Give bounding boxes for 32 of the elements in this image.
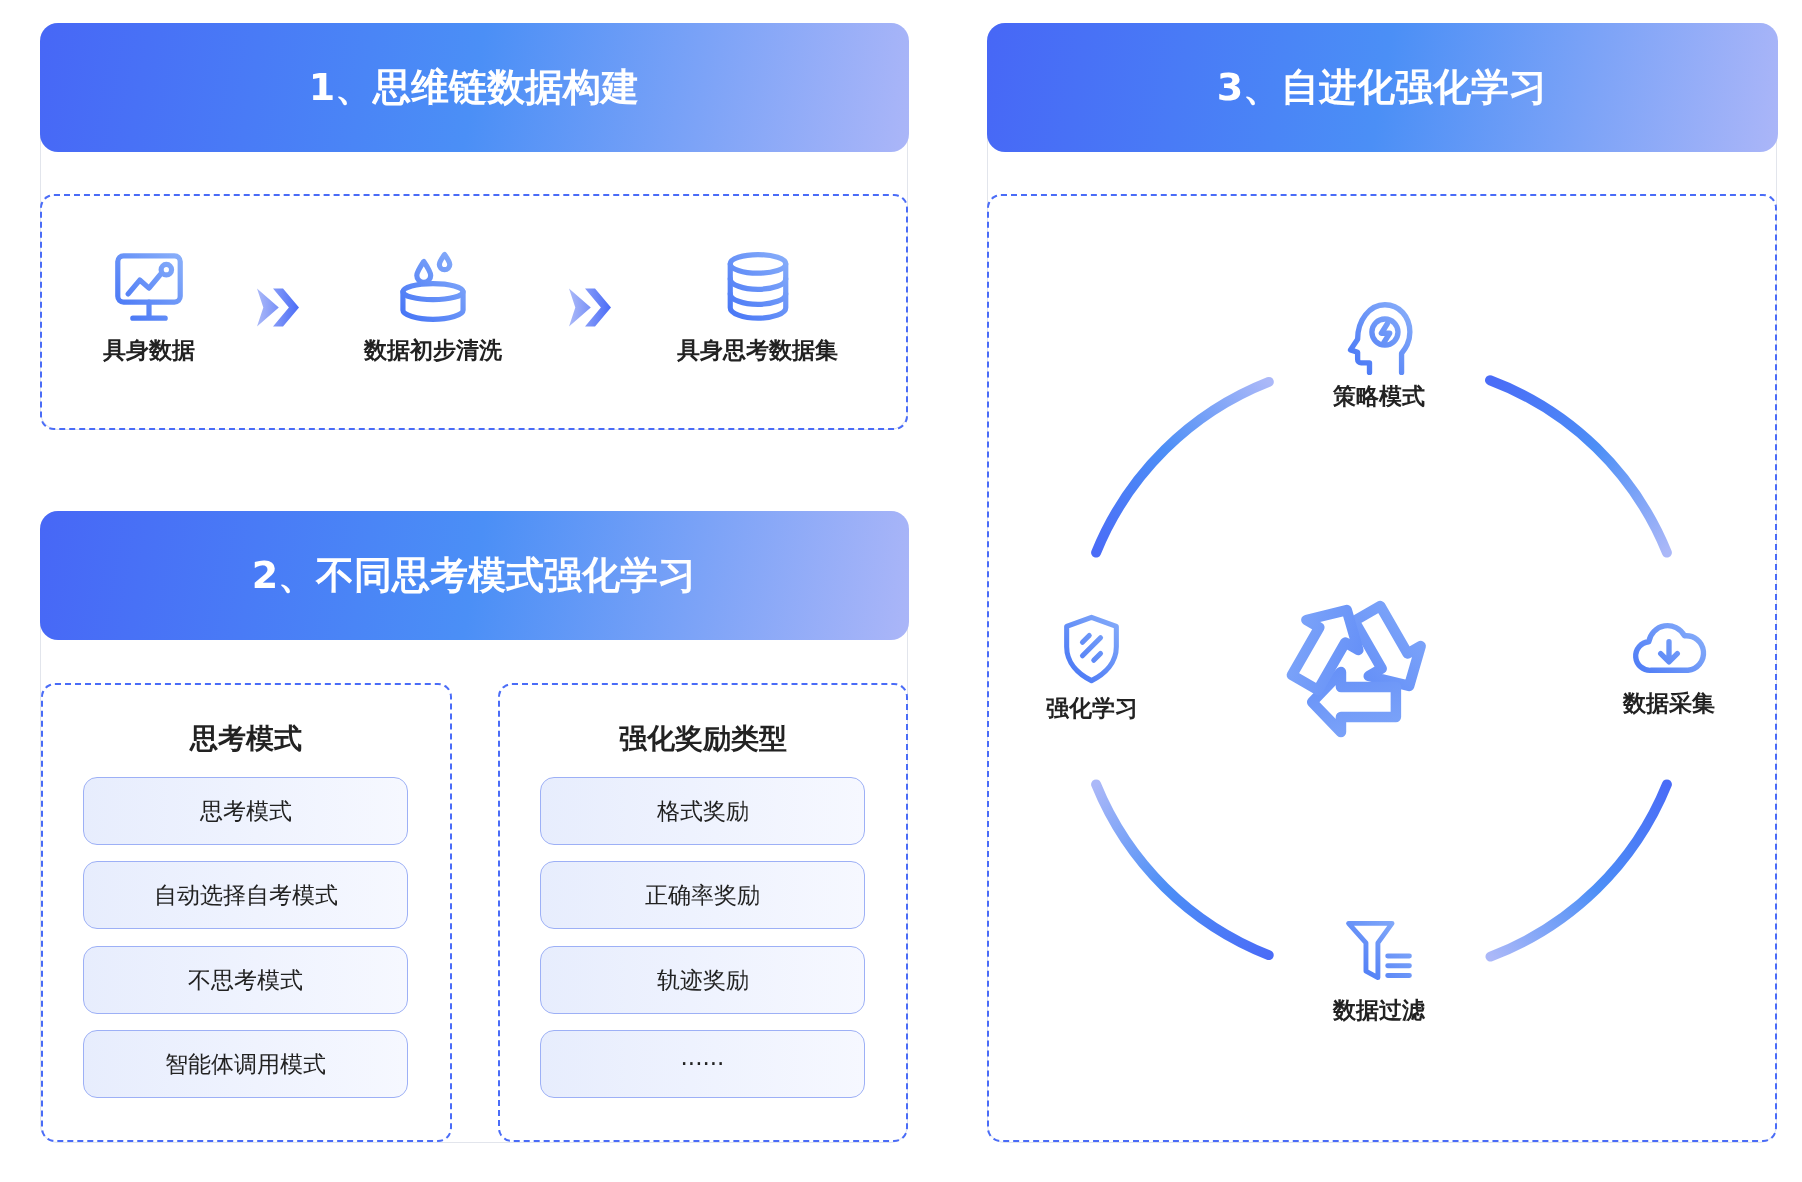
title-banner: 1、思维链数据构建 — [39, 22, 909, 152]
dashed-frame — [40, 682, 452, 1142]
chevron-arrow — [257, 288, 299, 327]
node-label: 数据过滤 — [1332, 996, 1425, 1024]
list-item: 格式奖励 — [540, 777, 865, 845]
chevron-arrow — [569, 288, 611, 327]
list-item: 思考模式 — [83, 777, 408, 845]
panel-card — [40, 511, 908, 1143]
list-item: ······ — [540, 1030, 865, 1098]
list-item: 正确率奖励 — [540, 861, 865, 929]
list-item: 智能体调用模式 — [83, 1030, 408, 1098]
node-label: 具身思考数据集 — [677, 335, 838, 364]
group-heading: 思考模式 — [190, 720, 302, 757]
list-item: 轨迹奖励 — [540, 946, 865, 1014]
node-label: 数据初步清洗 — [364, 335, 502, 364]
arc-connector — [1485, 779, 1672, 962]
node-label: 具身数据 — [103, 335, 195, 364]
node-label: 强化学习 — [1045, 693, 1138, 722]
title-banner: 3、自进化强化学习 — [986, 22, 1778, 152]
dashed-frame — [497, 682, 908, 1142]
arc-connector — [1485, 375, 1672, 558]
node-label: 数据采集 — [1623, 689, 1715, 717]
arc-connector — [1091, 376, 1274, 558]
list-item: 不思考模式 — [83, 946, 408, 1014]
panel-card — [987, 23, 1777, 1143]
arc-connector — [1091, 779, 1274, 961]
node-label: 策略模式 — [1332, 382, 1425, 410]
group-heading: 强化奖励类型 — [618, 720, 787, 757]
list-item: 自动选择自考模式 — [83, 861, 408, 929]
panel-card — [40, 23, 908, 430]
dashed-frame — [986, 193, 1777, 1142]
title-banner: 2、不同思考模式强化学习 — [39, 510, 909, 640]
